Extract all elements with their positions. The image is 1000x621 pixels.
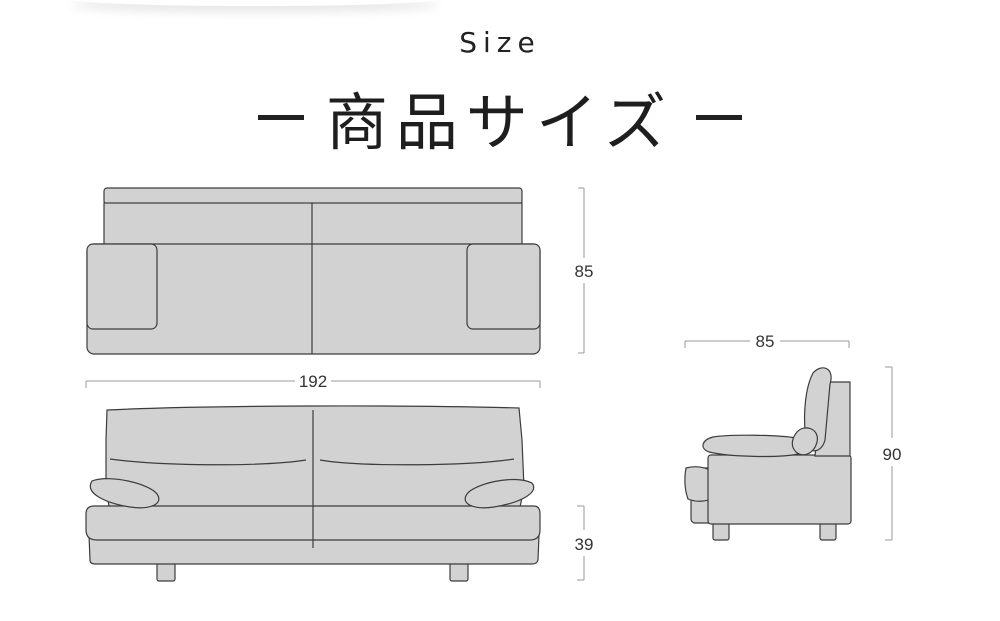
dim-side-depth-label: 85 (756, 332, 775, 351)
front-back-cushion (105, 405, 525, 513)
side-armrest (702, 434, 804, 458)
top-back-rail (103, 187, 523, 205)
title-dash-left (257, 114, 304, 120)
sofa-top-view (86, 187, 541, 355)
dim-seat-height-line (577, 505, 585, 581)
top-right-arm (466, 243, 541, 330)
dim-depth-line (578, 187, 585, 354)
section-eyebrow: Size (459, 26, 541, 59)
sofa-front-view (85, 405, 541, 582)
title-row: 商品サイズ (0, 72, 1000, 162)
dim-side-height-label: 90 (883, 445, 902, 464)
dim-width-line (85, 380, 541, 388)
front-left-armrest (89, 478, 160, 509)
sofa-side-view (684, 367, 852, 541)
dim-side-depth-line (684, 340, 850, 348)
front-right-armrest (464, 479, 535, 509)
dim-seat-height-label: 39 (575, 535, 594, 554)
side-back-pillow (791, 427, 818, 456)
side-arm-roll (684, 466, 715, 502)
front-left-crease (109, 458, 307, 466)
page-title: 商品サイズ (325, 86, 675, 159)
title-dash-right (696, 114, 743, 120)
front-base (88, 534, 540, 565)
top-back-cushions (103, 202, 523, 246)
dim-side-height-line (885, 366, 893, 541)
dim-depth-label: 85 (575, 262, 594, 281)
front-right-crease (319, 458, 515, 466)
side-seat-base (707, 454, 852, 525)
dim-width-label: 192 (299, 372, 327, 391)
top-left-arm (86, 243, 158, 330)
